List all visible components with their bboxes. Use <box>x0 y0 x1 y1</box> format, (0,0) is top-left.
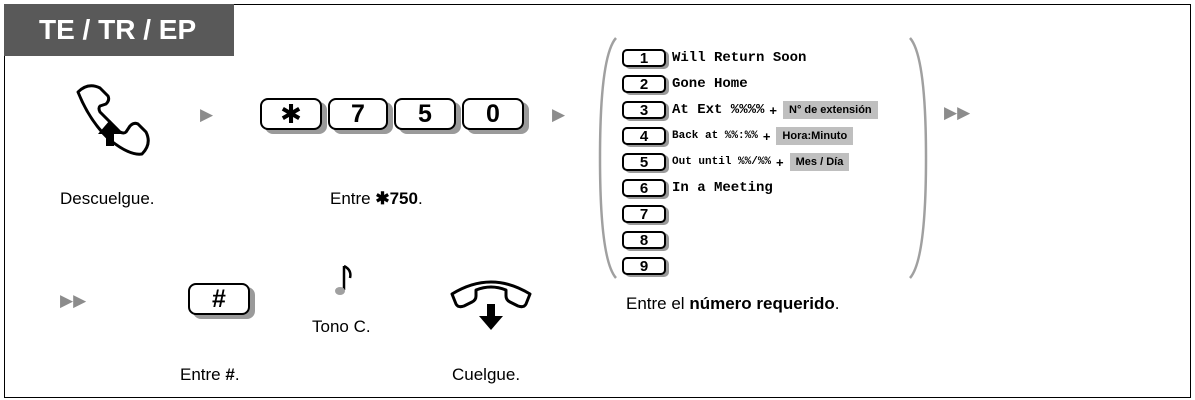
message-text-1: Will Return Soon <box>672 50 807 66</box>
message-row-3: 3 At Ext %%%% + N° de extensión <box>622 100 878 120</box>
message-text-6: In a Meeting <box>672 180 773 196</box>
month-day-tag: Mes / Día <box>789 153 850 171</box>
message-row-5: 5 Out until %%/%% + Mes / Día <box>622 152 850 172</box>
key-hash: # <box>188 283 250 315</box>
message-text-3: At Ext %%%% <box>672 102 765 118</box>
left-parenthesis <box>598 37 617 279</box>
onhook-caption: Cuelgue. <box>452 365 521 384</box>
message-number-1: 1 <box>622 49 666 67</box>
offhook-caption: Descuelgue. <box>60 189 155 208</box>
message-text-4: Back at %%:%% <box>672 130 758 142</box>
message-number-6: 6 <box>622 179 666 197</box>
step-arrow: ▶ <box>200 105 214 124</box>
select-message-caption: Entre el número requerido. <box>626 294 840 313</box>
message-number-3: 3 <box>622 101 666 119</box>
off-hook-handset-icon <box>76 84 150 156</box>
diagram-frame <box>4 4 1191 398</box>
plus-sign: + <box>776 154 784 170</box>
message-number-2: 2 <box>622 75 666 93</box>
plus-sign: + <box>769 102 778 118</box>
step-arrow: ▶ <box>552 105 566 124</box>
hour-minute-tag: Hora:Minuto <box>776 127 854 145</box>
message-text-2: Gone Home <box>672 76 748 92</box>
message-row-9: 9 <box>622 256 666 276</box>
continue-arrow: ▶▶ <box>944 103 971 122</box>
music-note-icon <box>335 264 352 295</box>
continue-arrow: ▶▶ <box>60 291 87 310</box>
key-0: 0 <box>462 98 524 130</box>
message-text-5: Out until %%/%% <box>672 156 772 168</box>
right-parenthesis <box>909 37 928 279</box>
message-number-5: 5 <box>622 153 666 171</box>
enter-code-caption: Entre ✱750. <box>330 189 423 208</box>
plus-sign: + <box>762 128 771 144</box>
on-hook-handset-icon <box>450 280 532 330</box>
message-number-8: 8 <box>622 231 666 249</box>
key-star: ✱ <box>260 98 322 130</box>
extension-number-tag: N° de extensión <box>783 101 878 119</box>
message-row-2: 2 Gone Home <box>622 74 748 94</box>
key-7: 7 <box>328 98 388 130</box>
message-number-7: 7 <box>622 205 666 223</box>
message-row-7: 7 <box>622 204 666 224</box>
hash-caption: Entre #. <box>180 365 240 384</box>
message-number-4: 4 <box>622 127 666 145</box>
phone-type-tab: TE / TR / EP <box>4 4 234 56</box>
message-row-6: 6 In a Meeting <box>622 178 773 198</box>
tone-caption: Tono C. <box>312 317 371 336</box>
message-row-8: 8 <box>622 230 666 250</box>
key-5: 5 <box>394 98 456 130</box>
message-number-9: 9 <box>622 257 666 275</box>
message-row-1: 1 Will Return Soon <box>622 48 806 68</box>
message-row-4: 4 Back at %%:%% + Hora:Minuto <box>622 126 854 146</box>
